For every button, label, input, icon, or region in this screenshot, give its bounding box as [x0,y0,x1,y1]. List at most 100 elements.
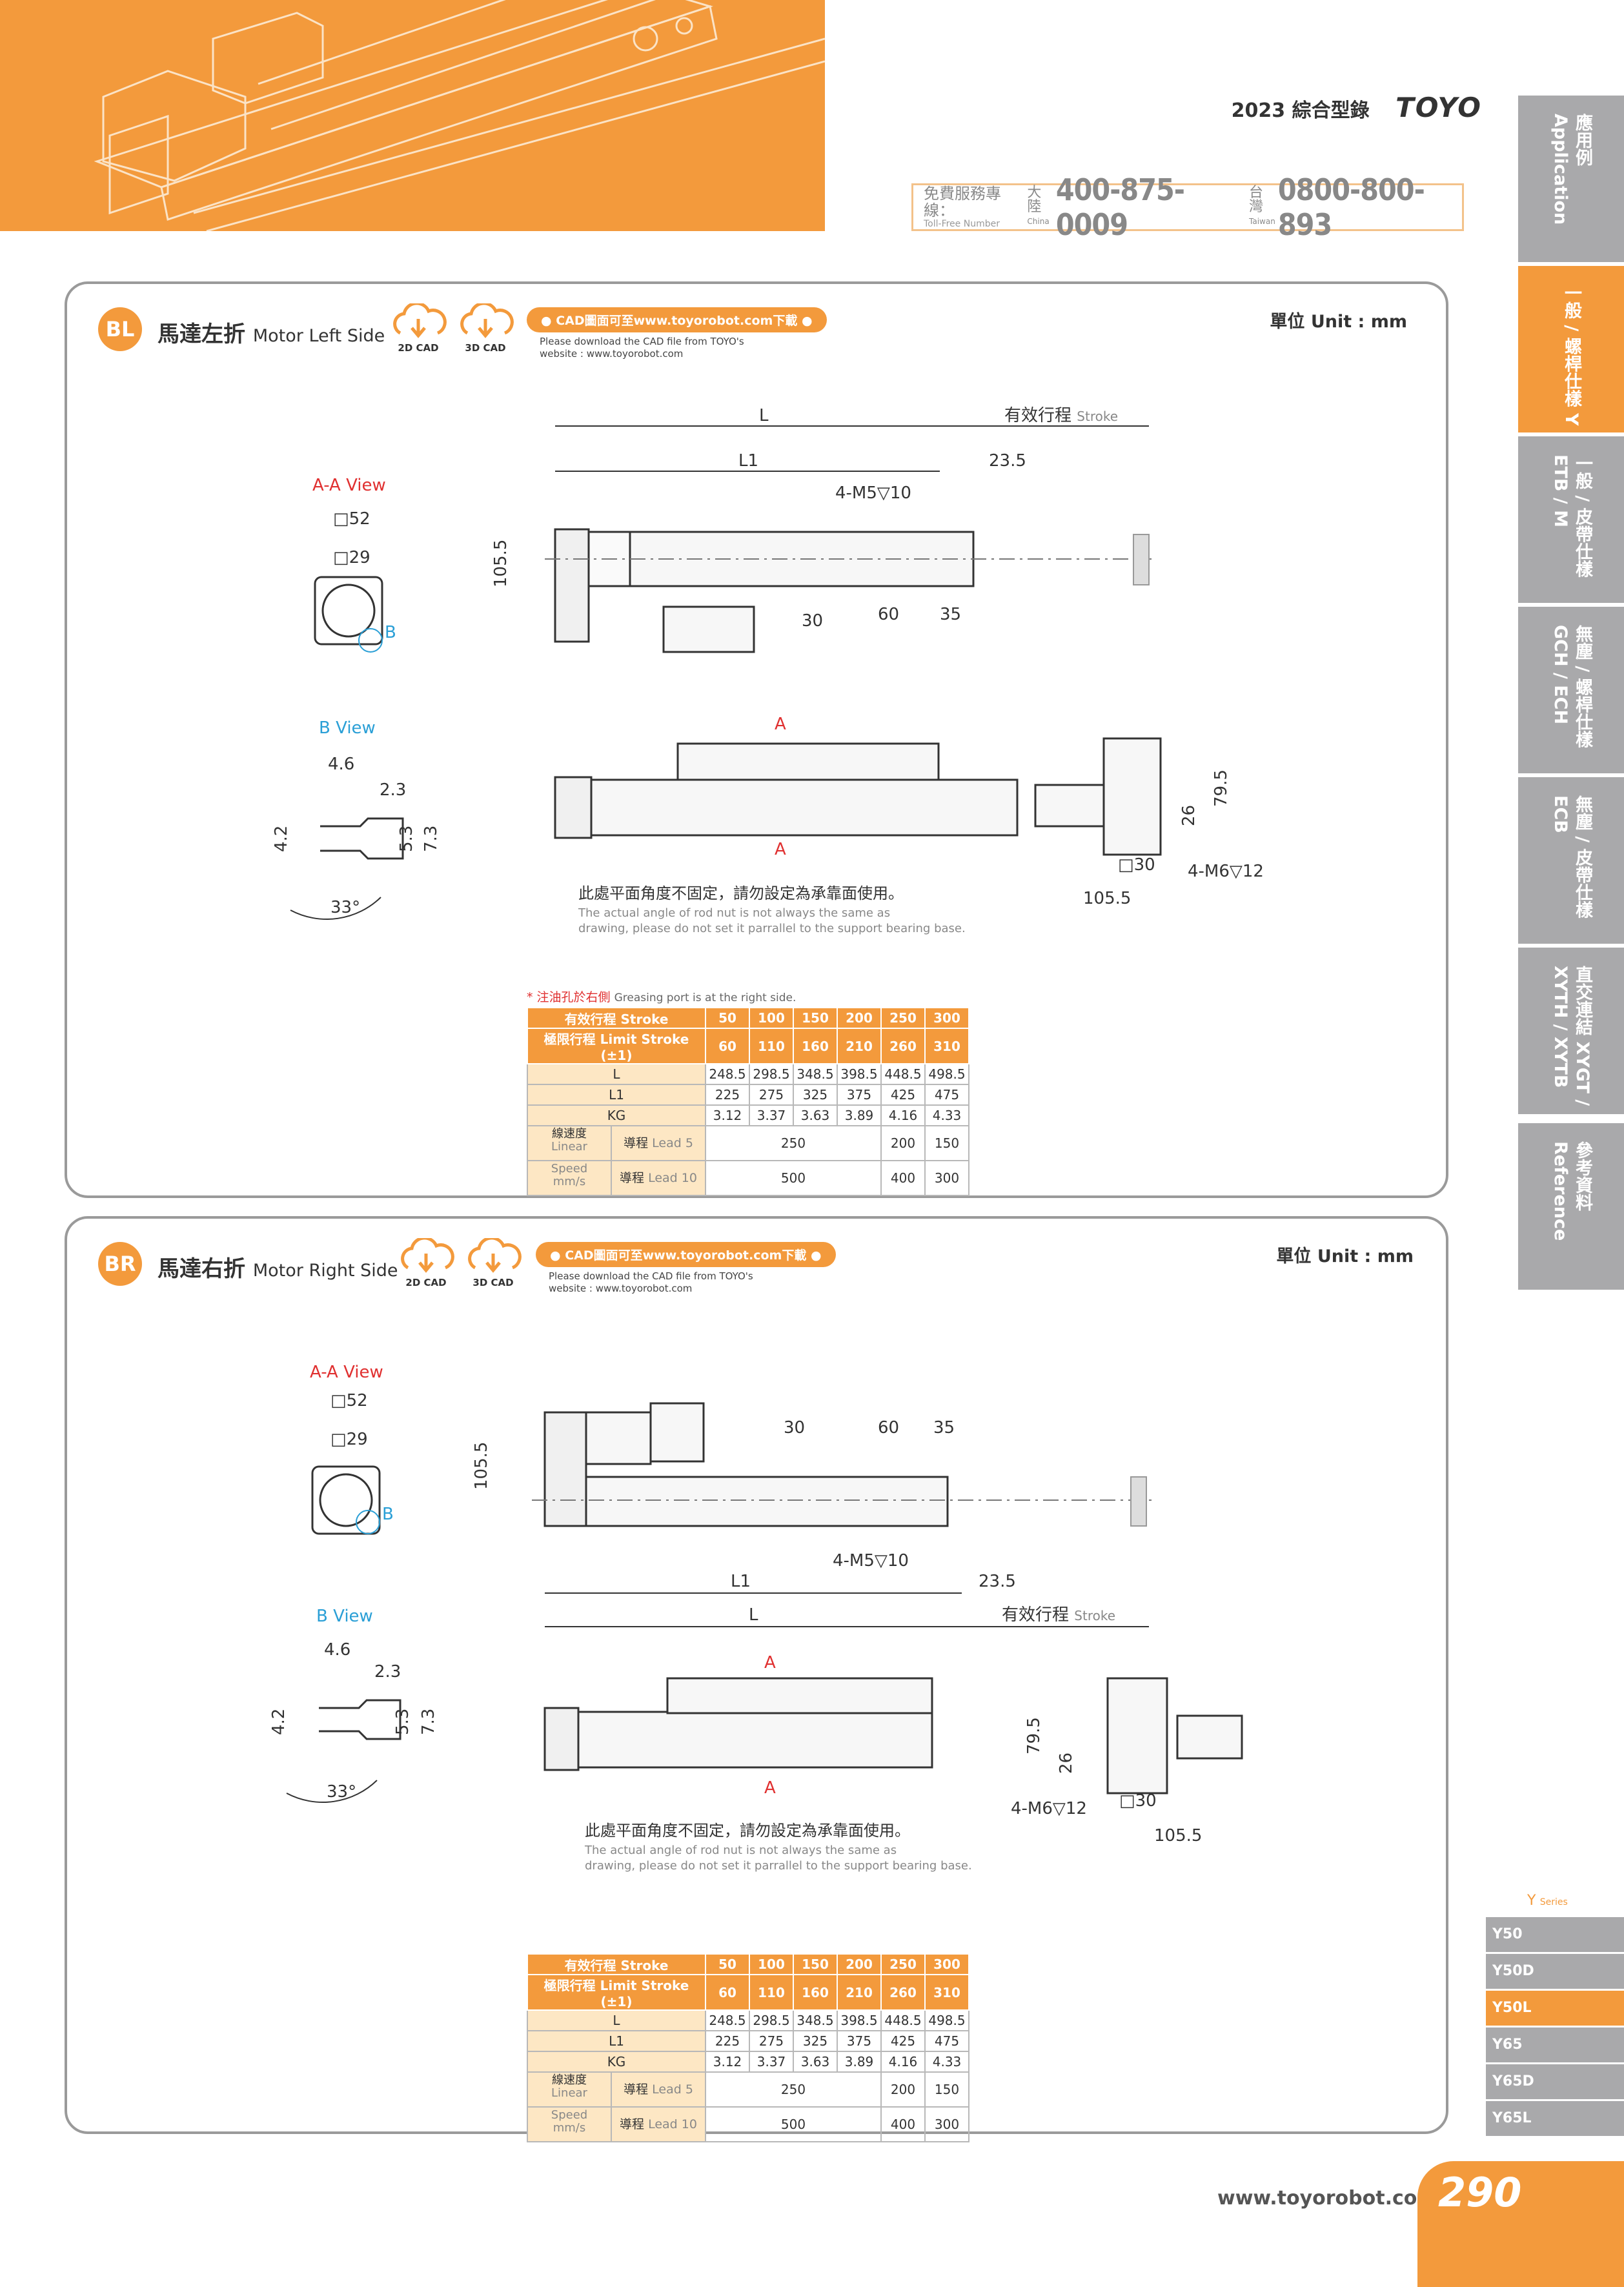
dim-stroke: 有效行程 Stroke [1004,406,1118,425]
dim-sq30: □30 [1118,855,1155,875]
speed-label-en1: Linear [551,1140,587,1154]
cad-3d-button[interactable]: 3D CAD [457,301,514,354]
catalog-title: 綜合型錄 [1292,99,1370,122]
a-mark-bottom: A [775,840,786,859]
footer-url[interactable]: www.toyorobot.com [1217,2187,1437,2210]
dim-m6: 4-M6▽12 [1011,1799,1087,1818]
dim-L: L [759,406,769,425]
dim-stroke: 有效行程 Stroke [1002,1605,1115,1625]
lead5-value: 250 [705,1125,882,1161]
series-item-y65d[interactable]: Y65D [1486,2064,1624,2099]
table-cell: 498.5 [924,1063,969,1085]
side-tab-application[interactable]: 應用例 Application [1518,96,1624,262]
table-row: KG 3.12 3.37 3.63 3.89 4.16 4.33 [527,1104,969,1126]
unit-label: 單位 Unit : mm [1276,1246,1414,1266]
table-row: L1 225 275 325 375 425 475 [527,1084,969,1106]
cad-note-line1: Please download the CAD file from TOYO's [540,336,744,347]
table-row: KG 3.12 3.37 3.63 3.89 4.16 4.33 [527,2051,969,2073]
panel-title-bl: 馬達左折 Motor Left Side [157,316,385,348]
series-item-y65[interactable]: Y65 [1486,2028,1624,2062]
limit-cell: 210 [837,1974,882,2011]
note-en1: The actual angle of rod nut is not alway… [578,906,890,920]
limit-cell: 160 [793,1974,838,2011]
lead10-label: 導程 Lead 10 [620,2117,697,2131]
table-cell: 375 [837,1084,882,1106]
dim-m5: 4-M5▽10 [835,483,911,503]
dim-35: 35 [933,1418,955,1438]
technical-drawing-bl: A-A View □52 □29 B B View 4.6 2.3 4.2 5.… [272,406,1264,935]
series-item-y65l[interactable]: Y65L [1486,2101,1624,2136]
side-tab-reference[interactable]: 參考資料 Reference [1518,1123,1624,1290]
cad-note-line1: Please download the CAD file from TOYO's [549,1270,753,1282]
cad-note: Please download the CAD file from TOYO's… [540,336,744,360]
b-mark: B [382,1505,394,1524]
cad-3d-button[interactable]: 3D CAD [465,1236,522,1288]
product-illustration [94,0,825,231]
cad-download-link[interactable]: ● CAD圖面可至www.toyorobot.com下載 ● [536,1242,836,1267]
side-tab-screw-y[interactable]: 一般 / 螺桿仕樣 Y [1518,266,1624,432]
stroke-cell: 300 [924,1007,969,1029]
series-item-y50l[interactable]: Y50L [1486,1991,1624,2026]
side-tab-belt-etb[interactable]: 一般 / 皮帶仕樣 ETB / M [1518,436,1624,603]
cad-download-link[interactable]: ● CAD圖面可至www.toyorobot.com下載 ● [527,307,827,332]
table-cell: 225 [705,2030,750,2052]
dim-2-3: 2.3 [374,1662,401,1682]
page-number: 290 [1438,2169,1522,2216]
table-cell: 248.5 [705,1063,750,1085]
slot-section [320,817,404,860]
dim-4-2: 4.2 [269,1709,289,1735]
unit-label: 單位 Unit : mm [1270,312,1407,332]
series-item-y50[interactable]: Y50 [1486,1917,1624,1952]
table-cell: 3.37 [749,2051,794,2073]
note-en2: drawing, please do not set it parrallel … [578,922,966,935]
stroke-cell: 200 [837,1953,882,1975]
table-cell: 498.5 [924,2009,969,2031]
dim-60: 60 [878,605,899,624]
hotline-label-zh: 免費服務專線： [924,185,1001,219]
cad-2d-button[interactable]: 2D CAD [398,1236,454,1288]
side-tab-clean-belt[interactable]: 無塵 / 皮帶仕樣 ECB [1518,777,1624,944]
dim-105-5-end: 105.5 [1154,1826,1202,1845]
lead10-value: 400 [880,1160,926,1196]
lead5-label: 導程 Lead 5 [624,1136,693,1150]
title-zh: 馬達左折 [157,321,245,347]
speed-label-zh: 線速度 [552,2073,587,2087]
lead10-value: 300 [924,1160,969,1196]
limit-cell: 110 [749,1974,794,2011]
table-cell: 298.5 [749,1063,794,1085]
panel-title-br: 馬達右折 Motor Right Side [157,1251,398,1283]
dim-sq30: □30 [1119,1791,1157,1811]
row-label: L1 [527,2030,706,2052]
table-cell: 425 [880,2030,926,2052]
grease-note-zh: * 注油孔於右側 [527,990,611,1004]
cad-2d-label: 2D CAD [405,1277,447,1288]
table-cell: 398.5 [837,2009,882,2031]
table-row-lead10: Speed mm/s 導程 Lead 10 500 400 300 [527,2106,969,2142]
dim-60: 60 [878,1418,899,1438]
china-number[interactable]: 400-875-0009 [1055,172,1185,242]
lead10-value: 500 [705,2106,882,2142]
row-label: L1 [527,1084,706,1106]
dim-23-5: 23.5 [979,1572,1016,1591]
note-zh: 此處平面角度不固定，請勿設定為承靠面使用。 [585,1822,910,1840]
toyo-logo: TOYO [1396,92,1482,123]
table-cell: 4.33 [924,2051,969,2073]
cad-2d-button[interactable]: 2D CAD [390,301,447,354]
taiwan-label-zh: 台灣 [1249,185,1264,215]
series-item-y50d[interactable]: Y50D [1486,1954,1624,1989]
table-row-limit: 極限行程 Limit Stroke (±1) 60 110 160 210 26… [527,1028,969,1064]
table-cell: 3.12 [705,2051,750,2073]
side-tab-xy[interactable]: 直交連結 XYGT / XYTH / XYTB [1518,948,1624,1114]
speed-label-cell: Speed mm/s 導程 Lead 10 [527,1160,706,1196]
hotline-box: 免費服務專線： Toll-Free Number 大陸 China 400-87… [911,172,1464,242]
speed-label-2: Speed mm/s [528,1161,612,1195]
speed-label-cell: Speed mm/s 導程 Lead 10 [527,2106,706,2142]
table-row-lead10: Speed mm/s 導程 Lead 10 500 400 300 [527,1160,969,1196]
table-row-lead5: 線速度 Linear 導程 Lead 5 250 200 150 [527,1125,969,1161]
speed-label: 線速度 Linear [528,2073,612,2106]
side-tab-clean-screw[interactable]: 無塵 / 螺桿仕樣 GCH / ECH [1518,607,1624,773]
cad-3d-label: 3D CAD [465,342,506,354]
taiwan-number[interactable]: 0800-800-893 [1277,172,1425,242]
table-row: L1 225 275 325 375 425 475 [527,2030,969,2052]
cloud-download-icon [468,1236,522,1273]
